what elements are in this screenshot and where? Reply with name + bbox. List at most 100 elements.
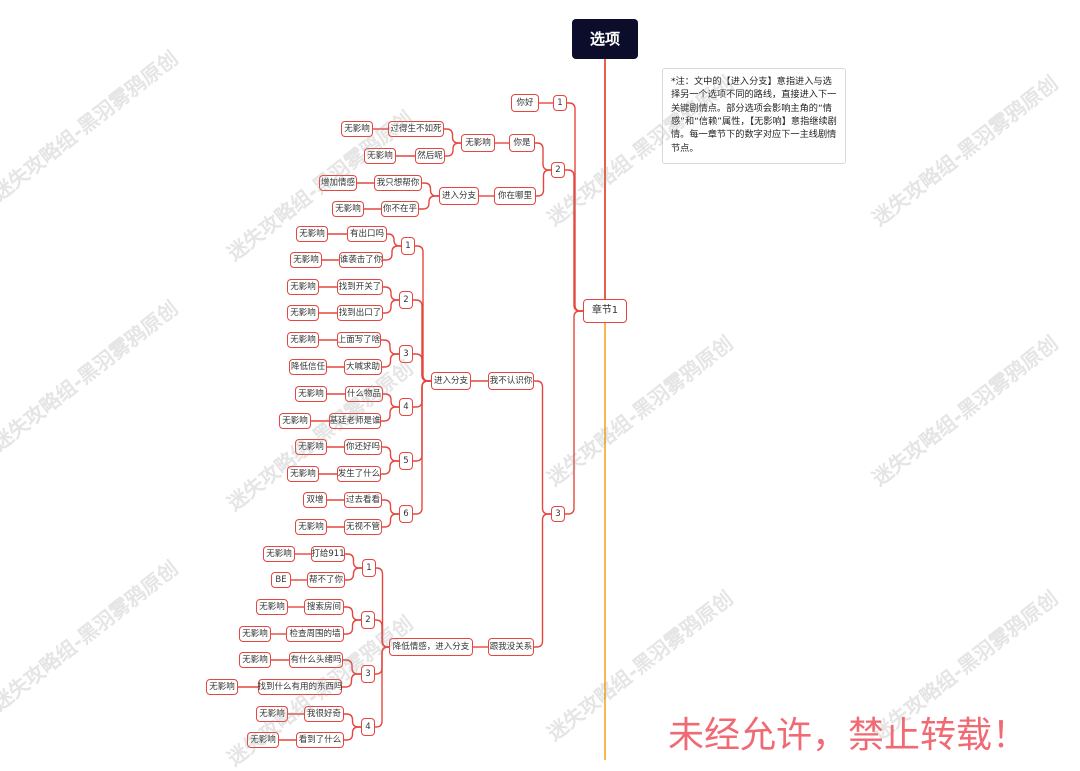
node-p1-s4-o2[interactable]: 基廷老师是谁: [329, 413, 381, 429]
node-p1-s6-o2[interactable]: 无视不管: [344, 519, 382, 535]
node-n2-b-o2-r[interactable]: 无影响: [332, 201, 364, 217]
connector-n2-a-o1: [444, 128, 461, 144]
connector-p2-s4-o2: [344, 726, 361, 741]
node-p2-s4[interactable]: 4: [361, 718, 375, 736]
connector-p1-s3-o1: [381, 339, 399, 355]
node-n2-b-branch[interactable]: 进入分支: [439, 187, 479, 205]
connector-p1-s2-o1: [383, 286, 399, 301]
node-p1-s4-o1-r[interactable]: 无影响: [295, 386, 327, 402]
node-p1-s6-o1-r[interactable]: 双增: [303, 492, 327, 508]
connector-p1-s1-o1: [387, 233, 401, 247]
node-p1-s3-o1-r[interactable]: 无影响: [287, 332, 319, 348]
connector-p1-s4-o1: [383, 393, 399, 408]
node-p1-s1-o1-r[interactable]: 无影响: [296, 226, 328, 242]
connector-p1-s3-o2: [382, 353, 399, 368]
node-n1-ans[interactable]: 你好: [511, 94, 539, 112]
node-n2[interactable]: 2: [551, 162, 565, 178]
connector-p1-s1: [415, 245, 431, 382]
node-p1-branch[interactable]: 进入分支: [431, 372, 471, 390]
connector-p2-s2: [375, 619, 389, 648]
node-p1-s6[interactable]: 6: [399, 505, 413, 523]
node-p2-s1-o1[interactable]: 打给911: [311, 546, 345, 562]
node-n2-a[interactable]: 你是: [509, 134, 535, 152]
node-n2-b-o1[interactable]: 我只想帮你: [374, 175, 422, 191]
node-p1-s3[interactable]: 3: [399, 345, 413, 363]
node-p2-s3-o1-r[interactable]: 无影响: [239, 652, 271, 668]
node-n1[interactable]: 1: [553, 95, 567, 111]
connector-p1-s5-o1: [382, 446, 399, 462]
node-p2-s2-o1[interactable]: 搜索房间: [304, 599, 344, 615]
node-p2-s3[interactable]: 3: [361, 665, 375, 683]
node-p1-s1[interactable]: 1: [401, 237, 415, 255]
node-p1-s3-o1[interactable]: 上面写了啥: [337, 332, 381, 348]
node-n2-a-o2-r[interactable]: 无影响: [364, 148, 396, 164]
node-p1-s5-o1-r[interactable]: 无影响: [295, 439, 327, 455]
node-p1-s2-o1-r[interactable]: 无影响: [287, 279, 319, 295]
root-title[interactable]: 选项: [572, 19, 638, 59]
node-p2-s2-o2-r[interactable]: 无影响: [239, 626, 271, 642]
node-p1-s4[interactable]: 4: [399, 398, 413, 416]
connector-p1-s6-o1: [382, 499, 399, 515]
connector-n2: [565, 169, 583, 312]
node-n3[interactable]: 3: [551, 506, 565, 522]
node-p1-s2-o1[interactable]: 找到开关了: [337, 279, 383, 295]
node-n2-b[interactable]: 你在哪里: [494, 187, 536, 205]
connector-n2-a-o2: [445, 142, 461, 157]
node-p1-s5-o1[interactable]: 你还好吗: [344, 439, 382, 455]
node-p1-s1-o1[interactable]: 有出口吗: [347, 226, 387, 242]
node-p1-s2[interactable]: 2: [399, 291, 413, 309]
node-p2-s2-o2[interactable]: 检查周围的墙: [286, 626, 344, 642]
node-p2-s3-o2[interactable]: 找到什么有用的东西吗: [258, 679, 343, 695]
node-p2-s2[interactable]: 2: [361, 611, 375, 629]
connector-n2-a: [535, 142, 551, 171]
connector-p2-s3-o2: [342, 673, 361, 688]
node-p1-s5[interactable]: 5: [399, 452, 413, 470]
node-p2-s4-o1[interactable]: 我很好奇: [304, 706, 344, 722]
connector-n1: [567, 102, 583, 312]
node-p1-s3-o2[interactable]: 大喊求助: [344, 359, 382, 375]
node-n2-b-o1-r[interactable]: 增加情感: [319, 175, 357, 191]
node-p2-s4-o2-r[interactable]: 无影响: [247, 732, 279, 748]
node-p2[interactable]: 跟我没关系: [488, 638, 534, 656]
node-p1-s1-o2[interactable]: 谁袭击了你: [339, 252, 383, 268]
node-p2-branch[interactable]: 降低情感，进入分支: [389, 638, 473, 656]
node-p2-s3-o2-r[interactable]: 无影响: [206, 679, 238, 695]
connector-n2-b-o1: [422, 182, 439, 197]
node-p1-s2-o2[interactable]: 找到出口了: [337, 305, 383, 321]
node-p1-s6-o1[interactable]: 过去看看: [344, 492, 382, 508]
node-p1-s2-o2-r[interactable]: 无影响: [287, 305, 319, 321]
connector-n3: [565, 310, 583, 515]
node-p1-s5-o2[interactable]: 发生了什么: [337, 466, 381, 482]
node-n2-a-o2[interactable]: 然后呢: [415, 148, 445, 164]
connector-p2: [534, 513, 551, 648]
node-n2-b-o2[interactable]: 你不在乎: [381, 201, 419, 217]
connector-p2-s1-o2: [345, 567, 362, 581]
node-p2-s3-o1[interactable]: 有什么头绪吗: [289, 652, 343, 668]
no-repost-notice: 未经允许，禁止转载！: [668, 715, 1029, 756]
connector-p2-s2-o1: [344, 606, 361, 621]
connector-p1-s2-o2: [383, 299, 399, 314]
connector-n2-b: [536, 169, 551, 197]
node-p1-s3-o2-r[interactable]: 降低信任: [289, 359, 327, 375]
node-p2-s1-o2[interactable]: 帮不了你: [307, 572, 345, 588]
chapter-node[interactable]: 章节1: [583, 299, 627, 323]
node-p1-s4-o2-r[interactable]: 无影响: [279, 413, 311, 429]
node-n2-a-o1[interactable]: 过得生不如死: [388, 121, 444, 137]
connector-p1-s6-o2: [382, 513, 399, 528]
node-p2-s4-o2[interactable]: 看到了什么: [296, 732, 344, 748]
node-p1-s6-o2-r[interactable]: 无影响: [295, 519, 327, 535]
node-p2-s1-o1-r[interactable]: 无影响: [263, 546, 295, 562]
node-p1-s4-o1[interactable]: 什么物品: [345, 386, 383, 402]
node-p1-s1-o2-r[interactable]: 无影响: [290, 252, 322, 268]
node-p1-s5-o2-r[interactable]: 无影响: [287, 466, 319, 482]
connector-p1: [534, 380, 551, 515]
node-n2-a-branch[interactable]: 无影响: [461, 134, 495, 152]
connector-p2-s4-o1: [344, 713, 361, 728]
node-p2-s4-o1-r[interactable]: 无影响: [256, 706, 288, 722]
connector-p2-s1-o1: [345, 553, 362, 569]
node-p2-s1[interactable]: 1: [362, 559, 376, 577]
node-p2-s2-o1-r[interactable]: 无影响: [256, 599, 288, 615]
node-p2-s1-o2-r[interactable]: BE: [271, 572, 291, 588]
node-p1[interactable]: 我不认识你: [488, 372, 534, 390]
node-n2-a-o1-r[interactable]: 无影响: [341, 121, 373, 137]
